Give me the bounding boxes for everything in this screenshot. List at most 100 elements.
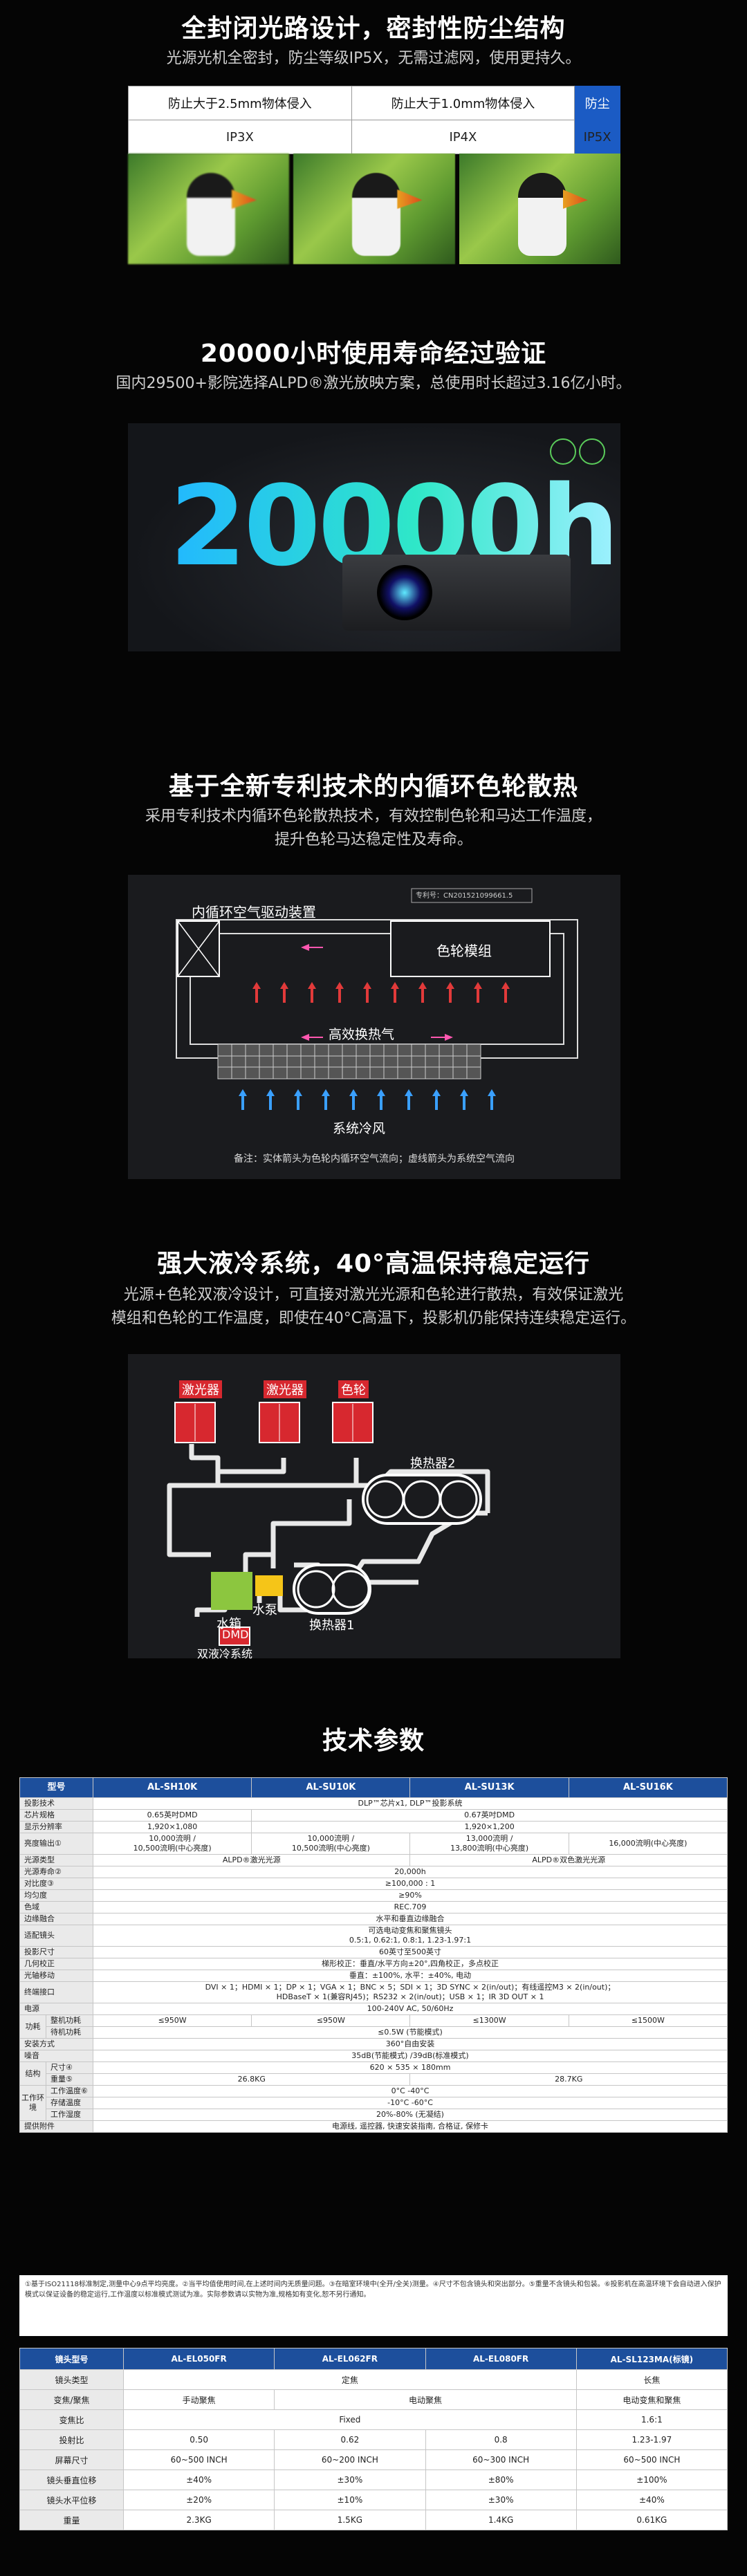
spec-header-su13k: AL-SU13K — [409, 1777, 569, 1798]
spec-row-label: 光源寿命② — [19, 1866, 94, 1878]
ip-header-3: 防尘 — [574, 86, 620, 120]
spec-cell: 35dB(节能模式) /39dB(标准模式) — [93, 2050, 728, 2062]
spec-cell: 可选电动变焦和聚焦镜头 0.5:1, 0.62:1, 0.8:1, 1.23-1… — [93, 1925, 728, 1947]
spec-row-label: 重量⑤ — [45, 2073, 94, 2086]
spec-row: 功耗整机功耗≤950W≤950W≤1300W≤1500W — [19, 2014, 728, 2039]
wind-arrows — [239, 1089, 496, 1110]
spec-cell: 0°C -40°C — [93, 2085, 728, 2097]
spec-cell: ≤950W — [251, 2014, 411, 2027]
diagram-note: 备注：实体箭头为色轮内循环空气流向；虚线箭头为系统空气流向 — [234, 1153, 515, 1165]
spec-row: 存储温度-10°C -60°C — [20, 2097, 728, 2109]
ip-header-2: 防止大于1.0mm物体侵入 — [351, 86, 575, 120]
puffin-image-ip4x — [293, 154, 455, 264]
spec-cell: ≤1500W — [568, 2014, 728, 2027]
patent-number: 专利号：CN201521099661.5 — [416, 892, 513, 900]
projector-lens-graphic — [377, 565, 432, 620]
spec-cell: DLP™芯片x1, DLP™投影系统 — [93, 1797, 728, 1810]
spec-row-label: 光轴移动 — [19, 1970, 94, 1982]
lens-header-el080fr: AL-EL080FR — [425, 2348, 577, 2370]
ip-rating-table: 防止大于2.5mm物体侵入 防止大于1.0mm物体侵入 防尘 IP3X IP4X… — [128, 86, 620, 154]
lens-cell: 1.6:1 — [575, 2409, 728, 2430]
spec-row-label: 投影技术 — [19, 1797, 94, 1810]
lens-cell: 手动聚焦 — [122, 2389, 275, 2410]
heatsink-fins — [217, 1044, 481, 1079]
section-subtitle-dustproof: 光源光机全密封，防尘等级IP5X，无需过滤网，使用更持久。 — [166, 50, 581, 67]
spec-group-label: 结构 — [19, 2061, 46, 2086]
puffin-image-ip3x — [128, 154, 290, 264]
eco-leaf-icon — [550, 438, 576, 465]
lens-row-label: 重量 — [19, 2510, 124, 2530]
spec-row: 待机功耗≤0.5W (节能模式) — [20, 2026, 728, 2039]
spec-cell: 360°自由安装 — [93, 2038, 728, 2050]
lens-cell: 2.3KG — [122, 2510, 275, 2530]
spec-cell: 电源线, 遥控器, 快速安装指南, 合格证, 保修卡 — [93, 2120, 728, 2133]
spec-row-label: 待机功耗 — [45, 2026, 94, 2039]
lens-row-label: 镜头类型 — [19, 2369, 124, 2390]
section-subtitle-liquid-line2: 模组和色轮的工作温度，即使在40°C高温下，投影机仍能保持连续稳定运行。 — [111, 1310, 636, 1327]
spec-row-label: 均匀度 — [19, 1889, 94, 1902]
spec-cell: 0.67英吋DMD — [251, 1809, 728, 1822]
spec-row-label: 适配镜头 — [19, 1925, 94, 1947]
wheel-cooling-diagram: 专利号：CN201521099661.5 内循环空气驱动装置 色轮模组 高效换热… — [128, 875, 620, 1179]
ip-value-3: IP5X — [574, 120, 620, 154]
spec-row-label: 几何校正 — [19, 1958, 94, 1970]
lens-cell: 0.8 — [425, 2429, 577, 2450]
spec-row-label: 工作温度⑥ — [45, 2085, 94, 2097]
lens-cell: 1.5KG — [274, 2510, 426, 2530]
spec-cell: ≥90% — [93, 1889, 728, 1902]
spec-cell: ≥100,000 : 1 — [93, 1878, 728, 1890]
lens-cell: ±10% — [274, 2490, 426, 2510]
spec-cell: ALPD®双色激光光源 — [409, 1854, 728, 1866]
label-water-pump: 水泵 — [252, 1603, 277, 1618]
spec-row-label: 亮度输出① — [19, 1833, 94, 1855]
spec-cell: 100-240V AC, 50/60Hz — [93, 2003, 728, 2015]
lens-row-label: 镜头水平位移 — [19, 2490, 124, 2510]
lens-row-label: 镜头垂直位移 — [19, 2470, 124, 2490]
spec-row-label: 尺寸④ — [45, 2061, 94, 2074]
spec-row-label: 整机功耗 — [45, 2014, 94, 2027]
lens-cell: 60~200 INCH — [274, 2449, 426, 2470]
spec-row-label: 终端接口 — [19, 1981, 94, 2003]
certification-leaf-icon — [579, 438, 605, 465]
lens-header-model: 镜头型号 — [19, 2348, 124, 2370]
lens-header-sl123ma: AL-SL123MA(标镜) — [575, 2348, 728, 2370]
label-color-wheel: 色轮 — [338, 1380, 369, 1398]
lens-table: 镜头型号 AL-EL050FR AL-EL062FR AL-EL080FR AL… — [19, 2348, 728, 2530]
spec-row-label: 对比度③ — [19, 1878, 94, 1890]
spec-row: 均匀度≥90% — [19, 1889, 728, 1902]
lifespan-hero-image: 20000h — [128, 423, 620, 651]
specs-title: 技术参数 — [322, 1727, 425, 1755]
spec-cell: 1,920×1,200 — [251, 1821, 728, 1833]
lens-row: 镜头水平位移±20%±10%±30%±40% — [19, 2490, 728, 2510]
spec-row-label: 工作湿度 — [45, 2109, 94, 2121]
spec-row-label: 电源 — [19, 2003, 94, 2015]
spec-row-label: 存储温度 — [45, 2097, 94, 2109]
spec-cell: ALPD®激光光源 — [93, 1854, 411, 1866]
label-heat-exchange: 高效换热气 — [329, 1027, 395, 1042]
lens-cell: 0.62 — [274, 2429, 426, 2450]
spec-row: 适配镜头可选电动变焦和聚焦镜头 0.5:1, 0.62:1, 0.8:1, 1.… — [19, 1925, 728, 1947]
lens-cell: 60~300 INCH — [425, 2449, 577, 2470]
lens-cell: ±30% — [274, 2470, 426, 2490]
label-wheel-module: 色轮模组 — [436, 943, 492, 959]
label-heat-exchanger-2: 换热器2 — [410, 1456, 456, 1471]
label-dual-liquid-system: 双液冷系统 — [197, 1647, 253, 1660]
section-subtitle-wheel-line1: 采用专利技术内循环色轮散热技术，有效控制色轮和马达工作温度， — [145, 808, 602, 825]
section-subtitle-wheel-line2: 提升色轮马达稳定性及寿命。 — [274, 831, 472, 849]
spec-cell: 水平和垂直边缘融合 — [93, 1913, 728, 1925]
lens-cell: 1.4KG — [425, 2510, 577, 2530]
spec-row: 提供附件电源线, 遥控器, 快速安装指南, 合格证, 保修卡 — [19, 2120, 728, 2133]
spec-group-label: 功耗 — [19, 2014, 46, 2039]
spec-cell: ≤1300W — [409, 2014, 569, 2027]
lens-header-el062fr: AL-EL062FR — [274, 2348, 426, 2370]
